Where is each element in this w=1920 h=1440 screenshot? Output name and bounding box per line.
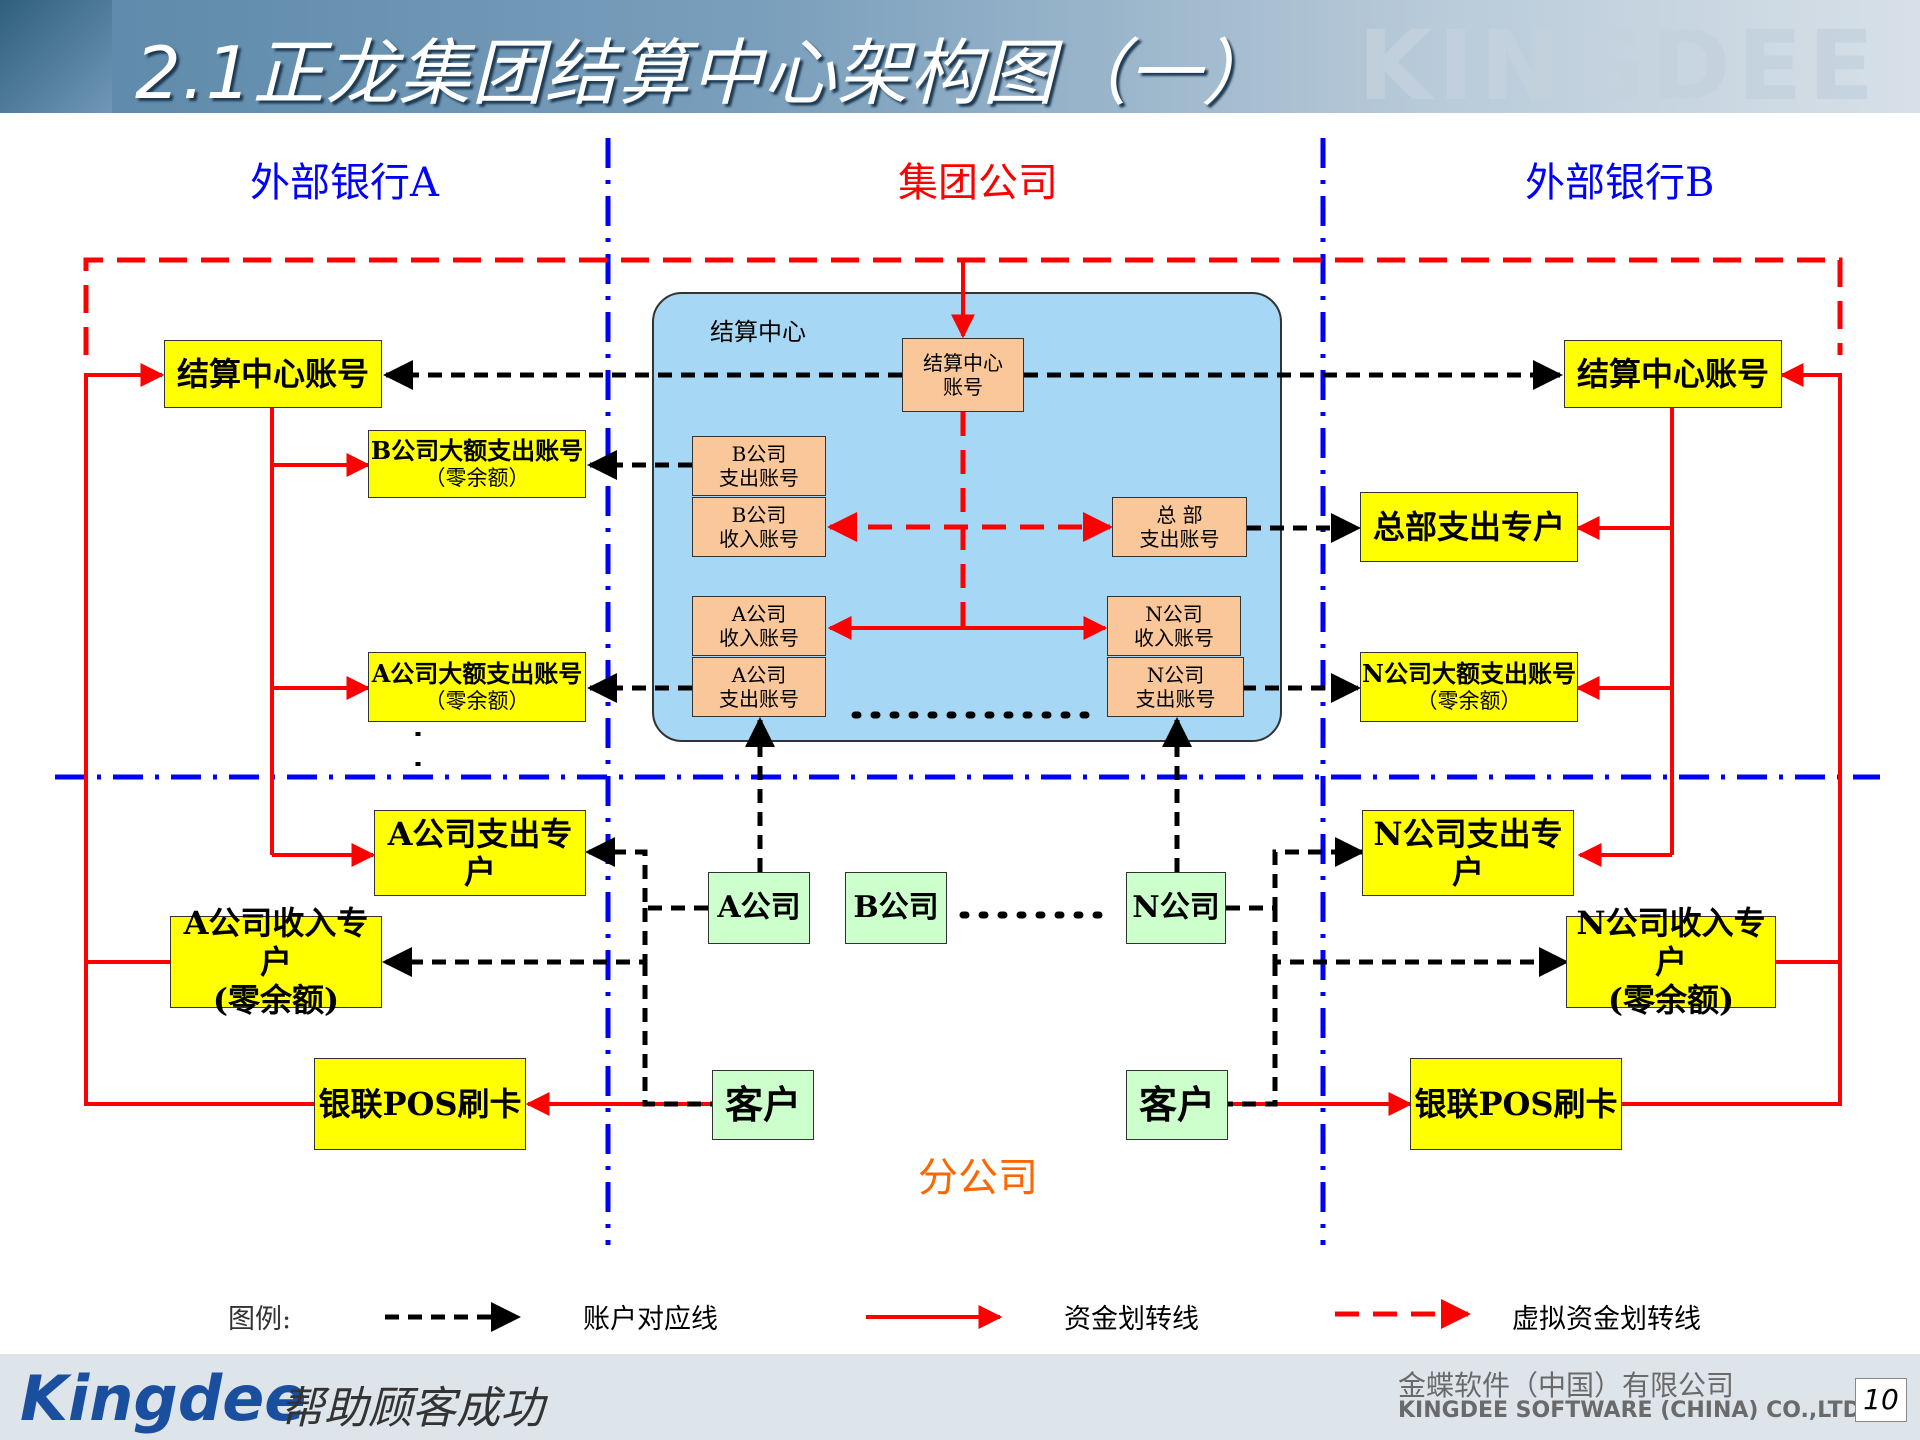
sc-settle-account-line1: 结算中心 bbox=[923, 351, 1003, 375]
header-watermark: KINGDEE bbox=[1357, 10, 1880, 122]
bank-a-a-recv-line1: A公司收入专户 bbox=[183, 904, 369, 981]
kingdee-logo: Kingdee bbox=[20, 1362, 307, 1435]
sc-b-recv-account: B公司 收入账号 bbox=[692, 497, 826, 557]
bank-b-n-pay-special: N公司支出专户 bbox=[1362, 810, 1574, 896]
footer-company-cn: 金蝶软件（中国）有限公司 bbox=[1398, 1369, 1735, 1402]
bank-b-n-recv-line1: N公司收入专户 bbox=[1576, 904, 1766, 981]
customer-left: 客户 bbox=[712, 1070, 814, 1140]
legend-title: 图例: bbox=[228, 1304, 292, 1335]
settlement-center-label: 结算中心 bbox=[710, 318, 806, 346]
sc-b-recv-line2: 收入账号 bbox=[719, 527, 799, 551]
legend-fund-label: 资金划转线 bbox=[1064, 1304, 1199, 1335]
bank-a-pos: 银联POS刷卡 bbox=[314, 1058, 526, 1150]
region-bank-a: 外部银行A bbox=[250, 160, 439, 206]
sc-a-recv-account: A公司 收入账号 bbox=[692, 596, 826, 656]
sc-settle-account-line2: 账号 bbox=[943, 375, 983, 399]
bank-b-hq-pay-special: 总部支出专户 bbox=[1360, 492, 1578, 562]
sc-b-recv-line1: B公司 bbox=[731, 503, 787, 527]
bank-b-n-recv-special: N公司收入专户 (零余额) bbox=[1566, 904, 1776, 1019]
sc-n-recv-line2: 收入账号 bbox=[1134, 626, 1214, 650]
bank-b-pos: 银联POS刷卡 bbox=[1410, 1058, 1622, 1150]
bank-a-a-recv-special: A公司收入专户 (零余额) bbox=[170, 904, 382, 1019]
sc-hq-pay-line1: 总 部 bbox=[1156, 503, 1203, 527]
sc-hq-pay-account: 总 部 支出账号 bbox=[1112, 497, 1247, 557]
bank-a-a-large-line1: A公司大额支出账号 bbox=[371, 659, 583, 688]
sc-a-recv-line2: 收入账号 bbox=[719, 626, 799, 650]
bank-b-n-recv-line2: (零余额) bbox=[1607, 981, 1735, 1020]
footer-bar bbox=[0, 1354, 1920, 1440]
branch-n-company: N公司 bbox=[1126, 872, 1226, 944]
header-corner-block bbox=[0, 0, 112, 113]
page-number: 10 bbox=[1855, 1378, 1907, 1422]
region-bank-b: 外部银行B bbox=[1525, 160, 1715, 206]
bank-a-a-pay-special: A公司支出专户 bbox=[374, 810, 586, 896]
sc-hq-pay-line2: 支出账号 bbox=[1139, 527, 1220, 551]
region-group: 集团公司 bbox=[898, 160, 1058, 206]
sc-a-pay-line2: 支出账号 bbox=[719, 687, 799, 711]
sc-a-recv-line1: A公司 bbox=[731, 602, 787, 626]
bank-a-a-large-pay: A公司大额支出账号 （零余额） bbox=[368, 652, 586, 722]
header-bar bbox=[0, 0, 1920, 113]
sc-b-pay-line1: B公司 bbox=[731, 442, 787, 466]
legend-lines bbox=[385, 1299, 1471, 1332]
sc-n-pay-line2: 支出账号 bbox=[1135, 687, 1216, 711]
footer-company-en: KINGDEE SOFTWARE (CHINA) CO.,LTD bbox=[1398, 1398, 1861, 1423]
legend-account-label: 账户对应线 bbox=[583, 1304, 718, 1335]
sc-n-recv-line1: N公司 bbox=[1145, 602, 1203, 626]
bank-a-b-large-line2: （零余额） bbox=[424, 465, 530, 490]
sc-a-pay-line1: A公司 bbox=[731, 663, 787, 687]
bank-a-b-large-pay: B公司大额支出账号 （零余额） bbox=[368, 430, 586, 498]
sc-b-pay-line2: 支出账号 bbox=[719, 466, 799, 490]
sc-n-pay-account: N公司 支出账号 bbox=[1107, 657, 1244, 717]
bank-b-n-large-line1: N公司大额支出账号 bbox=[1362, 659, 1576, 688]
bank-b-n-large-line2: （零余额） bbox=[1416, 688, 1522, 713]
bank-a-a-large-line2: （零余额） bbox=[424, 688, 530, 713]
bank-b-n-large-pay: N公司大额支出账号 （零余额） bbox=[1360, 652, 1578, 722]
sc-n-pay-line1: N公司 bbox=[1146, 663, 1205, 687]
sc-n-recv-account: N公司 收入账号 bbox=[1107, 596, 1241, 656]
sc-b-pay-account: B公司 支出账号 bbox=[692, 436, 826, 496]
bank-a-b-large-line1: B公司大额支出账号 bbox=[370, 436, 584, 465]
group-boundary bbox=[83, 257, 1843, 355]
bank-b-settle-account: 结算中心账号 bbox=[1564, 340, 1782, 408]
region-branch: 分公司 bbox=[918, 1155, 1038, 1201]
bank-a-a-recv-line2: (零余额) bbox=[212, 981, 340, 1020]
branch-a-company: A公司 bbox=[708, 872, 810, 944]
sc-a-pay-account: A公司 支出账号 bbox=[692, 657, 826, 717]
legend-virtual-label: 虚拟资金划转线 bbox=[1512, 1304, 1701, 1335]
customer-right: 客户 bbox=[1126, 1070, 1228, 1140]
region-separators bbox=[55, 138, 1880, 1245]
page-title: 2.1正龙集团结算中心架构图（一） bbox=[135, 31, 1275, 115]
footer-slogan: 帮助顾客成功 bbox=[280, 1383, 544, 1434]
branch-b-company: B公司 bbox=[845, 872, 947, 944]
bank-a-settle-account: 结算中心账号 bbox=[164, 340, 382, 408]
sc-settle-account: 结算中心 账号 bbox=[902, 338, 1024, 412]
